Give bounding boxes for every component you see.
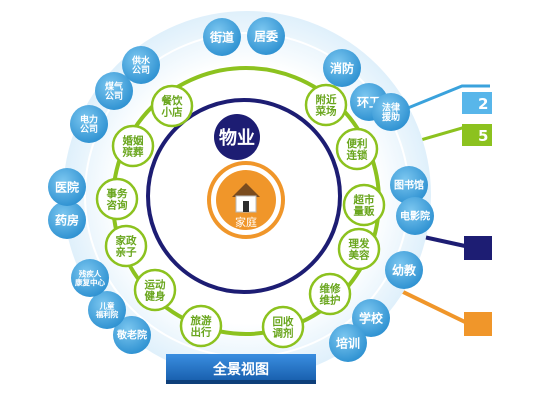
public-label: 儿童	[99, 301, 115, 311]
public-label: 药房	[55, 212, 79, 227]
service-label: 菜场	[315, 104, 337, 117]
service-label: 维修	[320, 282, 341, 295]
service-label: 便利	[347, 137, 368, 150]
service-label: 事务	[107, 187, 128, 200]
tab-blue-label: 2	[478, 95, 488, 113]
public-label: 消防	[330, 60, 354, 75]
public-node: 图书馆	[390, 166, 428, 204]
public-node: 幼教	[385, 251, 423, 289]
public-label: 援助	[382, 111, 400, 123]
service-label: 殡葬	[123, 145, 144, 158]
service-label: 家政	[116, 234, 137, 247]
public-label: 福利院	[95, 309, 119, 319]
public-node: 敬老院	[113, 316, 151, 354]
service-label: 量贩	[354, 204, 375, 217]
public-node: 居委	[247, 17, 285, 55]
public-label: 敬老院	[116, 329, 147, 342]
public-label: 法律	[382, 101, 400, 113]
service-label: 附近	[316, 93, 337, 106]
public-label: 康复中心	[75, 277, 105, 287]
public-label: 医院	[55, 179, 79, 194]
public-node: 培训	[329, 324, 367, 362]
public-label: 煤气	[105, 80, 123, 92]
footer-banner: 全景视图	[166, 354, 316, 384]
public-label: 图书馆	[394, 179, 424, 192]
management-label: 物业	[219, 127, 255, 149]
service-label: 咨询	[107, 198, 128, 211]
tab-navy	[464, 236, 492, 260]
tab-green-label: 5	[478, 127, 488, 145]
service-label: 调剂	[273, 326, 294, 339]
public-node: 医院	[48, 168, 86, 206]
service-label: 维护	[320, 293, 341, 306]
public-label: 居委	[254, 28, 279, 43]
service-label: 美容	[349, 248, 370, 261]
public-label: 幼教	[392, 262, 417, 277]
public-label: 公司	[80, 124, 98, 135]
public-label: 电力	[80, 113, 98, 125]
public-node: 药房	[48, 201, 86, 239]
service-label: 健身	[145, 289, 166, 302]
footer-title: 全景视图	[212, 361, 269, 378]
tab-blue	[462, 92, 492, 114]
service-label: 理发	[349, 237, 370, 250]
home-label: 家庭	[235, 215, 257, 229]
management-node	[214, 114, 260, 160]
service-label: 超市	[353, 193, 375, 206]
middle-ring-nodes: 餐饮小店附近菜场便利连锁超市量贩理发美容维修维护回收调剂旅游出行运动健身家政亲子…	[95, 83, 386, 349]
public-node: 街道	[203, 18, 241, 56]
public-label: 残疾人	[79, 269, 102, 279]
service-label: 连锁	[347, 148, 368, 161]
public-label: 培训	[336, 335, 360, 350]
public-node: 电影院	[396, 197, 434, 235]
outer-ring-nodes: 街道居委消防环卫法律援助图书馆电影院幼教学校培训敬老院儿童福利院残疾人康复中心药…	[48, 17, 434, 362]
public-node: 消防	[323, 49, 361, 87]
service-label: 出行	[191, 325, 212, 338]
service-label: 婚姻	[122, 134, 144, 147]
public-label: 公司	[132, 65, 150, 76]
service-label: 餐饮	[161, 94, 183, 107]
tab-green	[462, 124, 492, 146]
public-label: 学校	[359, 310, 384, 325]
service-label: 回收	[273, 315, 294, 328]
public-label: 供水	[131, 54, 151, 66]
service-label: 小店	[161, 105, 183, 118]
house-icon	[232, 183, 260, 213]
service-label: 亲子	[116, 245, 137, 258]
connector-line-blue	[397, 84, 490, 114]
service-label: 旅游	[191, 314, 212, 327]
public-label: 电影院	[400, 210, 430, 223]
public-label: 街道	[209, 29, 234, 44]
public-label: 公司	[105, 91, 123, 102]
service-label: 运动	[145, 278, 166, 291]
tab-orange	[464, 312, 492, 336]
public-node: 学校	[352, 299, 390, 337]
